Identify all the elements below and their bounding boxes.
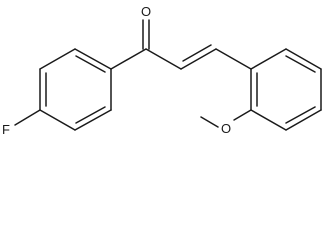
alkene-bond [180, 48, 217, 70]
ring2-inner-double-2 [285, 106, 316, 124]
methoxy-o-to-methyl-bond [200, 116, 219, 128]
structure-canvas: O F O [2, 4, 322, 137]
ring1-bond-right-lower [74, 109, 112, 131]
ring2-bond-5 [250, 109, 287, 131]
beta-to-ring-bond [215, 48, 252, 70]
ring1-bond-left-upper [39, 48, 76, 70]
ring1-bond-bottom-left [39, 109, 76, 131]
ring-to-methoxy-o-bond [233, 109, 252, 121]
ring1-bond-top-left [74, 48, 112, 70]
chemical-structure-diagram: O F O [2, 4, 322, 137]
carbonyl-to-alpha-bond [145, 48, 182, 70]
ring-to-carbonyl-bond [110, 48, 147, 70]
c-f-bond [14, 109, 41, 126]
ring2-bond-4 [285, 109, 322, 131]
ring2-inner-double-1 [285, 55, 316, 73]
methoxyphenyl-ring [250, 48, 322, 131]
carbonyl-oxygen-label: O [141, 4, 151, 19]
alkene-inner-bond [182, 44, 212, 62]
fluorine-label: F [2, 122, 10, 137]
ring2-bond-2 [285, 48, 322, 70]
methoxy-oxygen-label: O [221, 121, 231, 136]
ring1-inner-double-2 [75, 106, 106, 124]
fluorophenyl-ring [39, 48, 112, 131]
ring1-inner-double-1 [75, 55, 106, 73]
ring2-bond-1 [250, 48, 287, 70]
